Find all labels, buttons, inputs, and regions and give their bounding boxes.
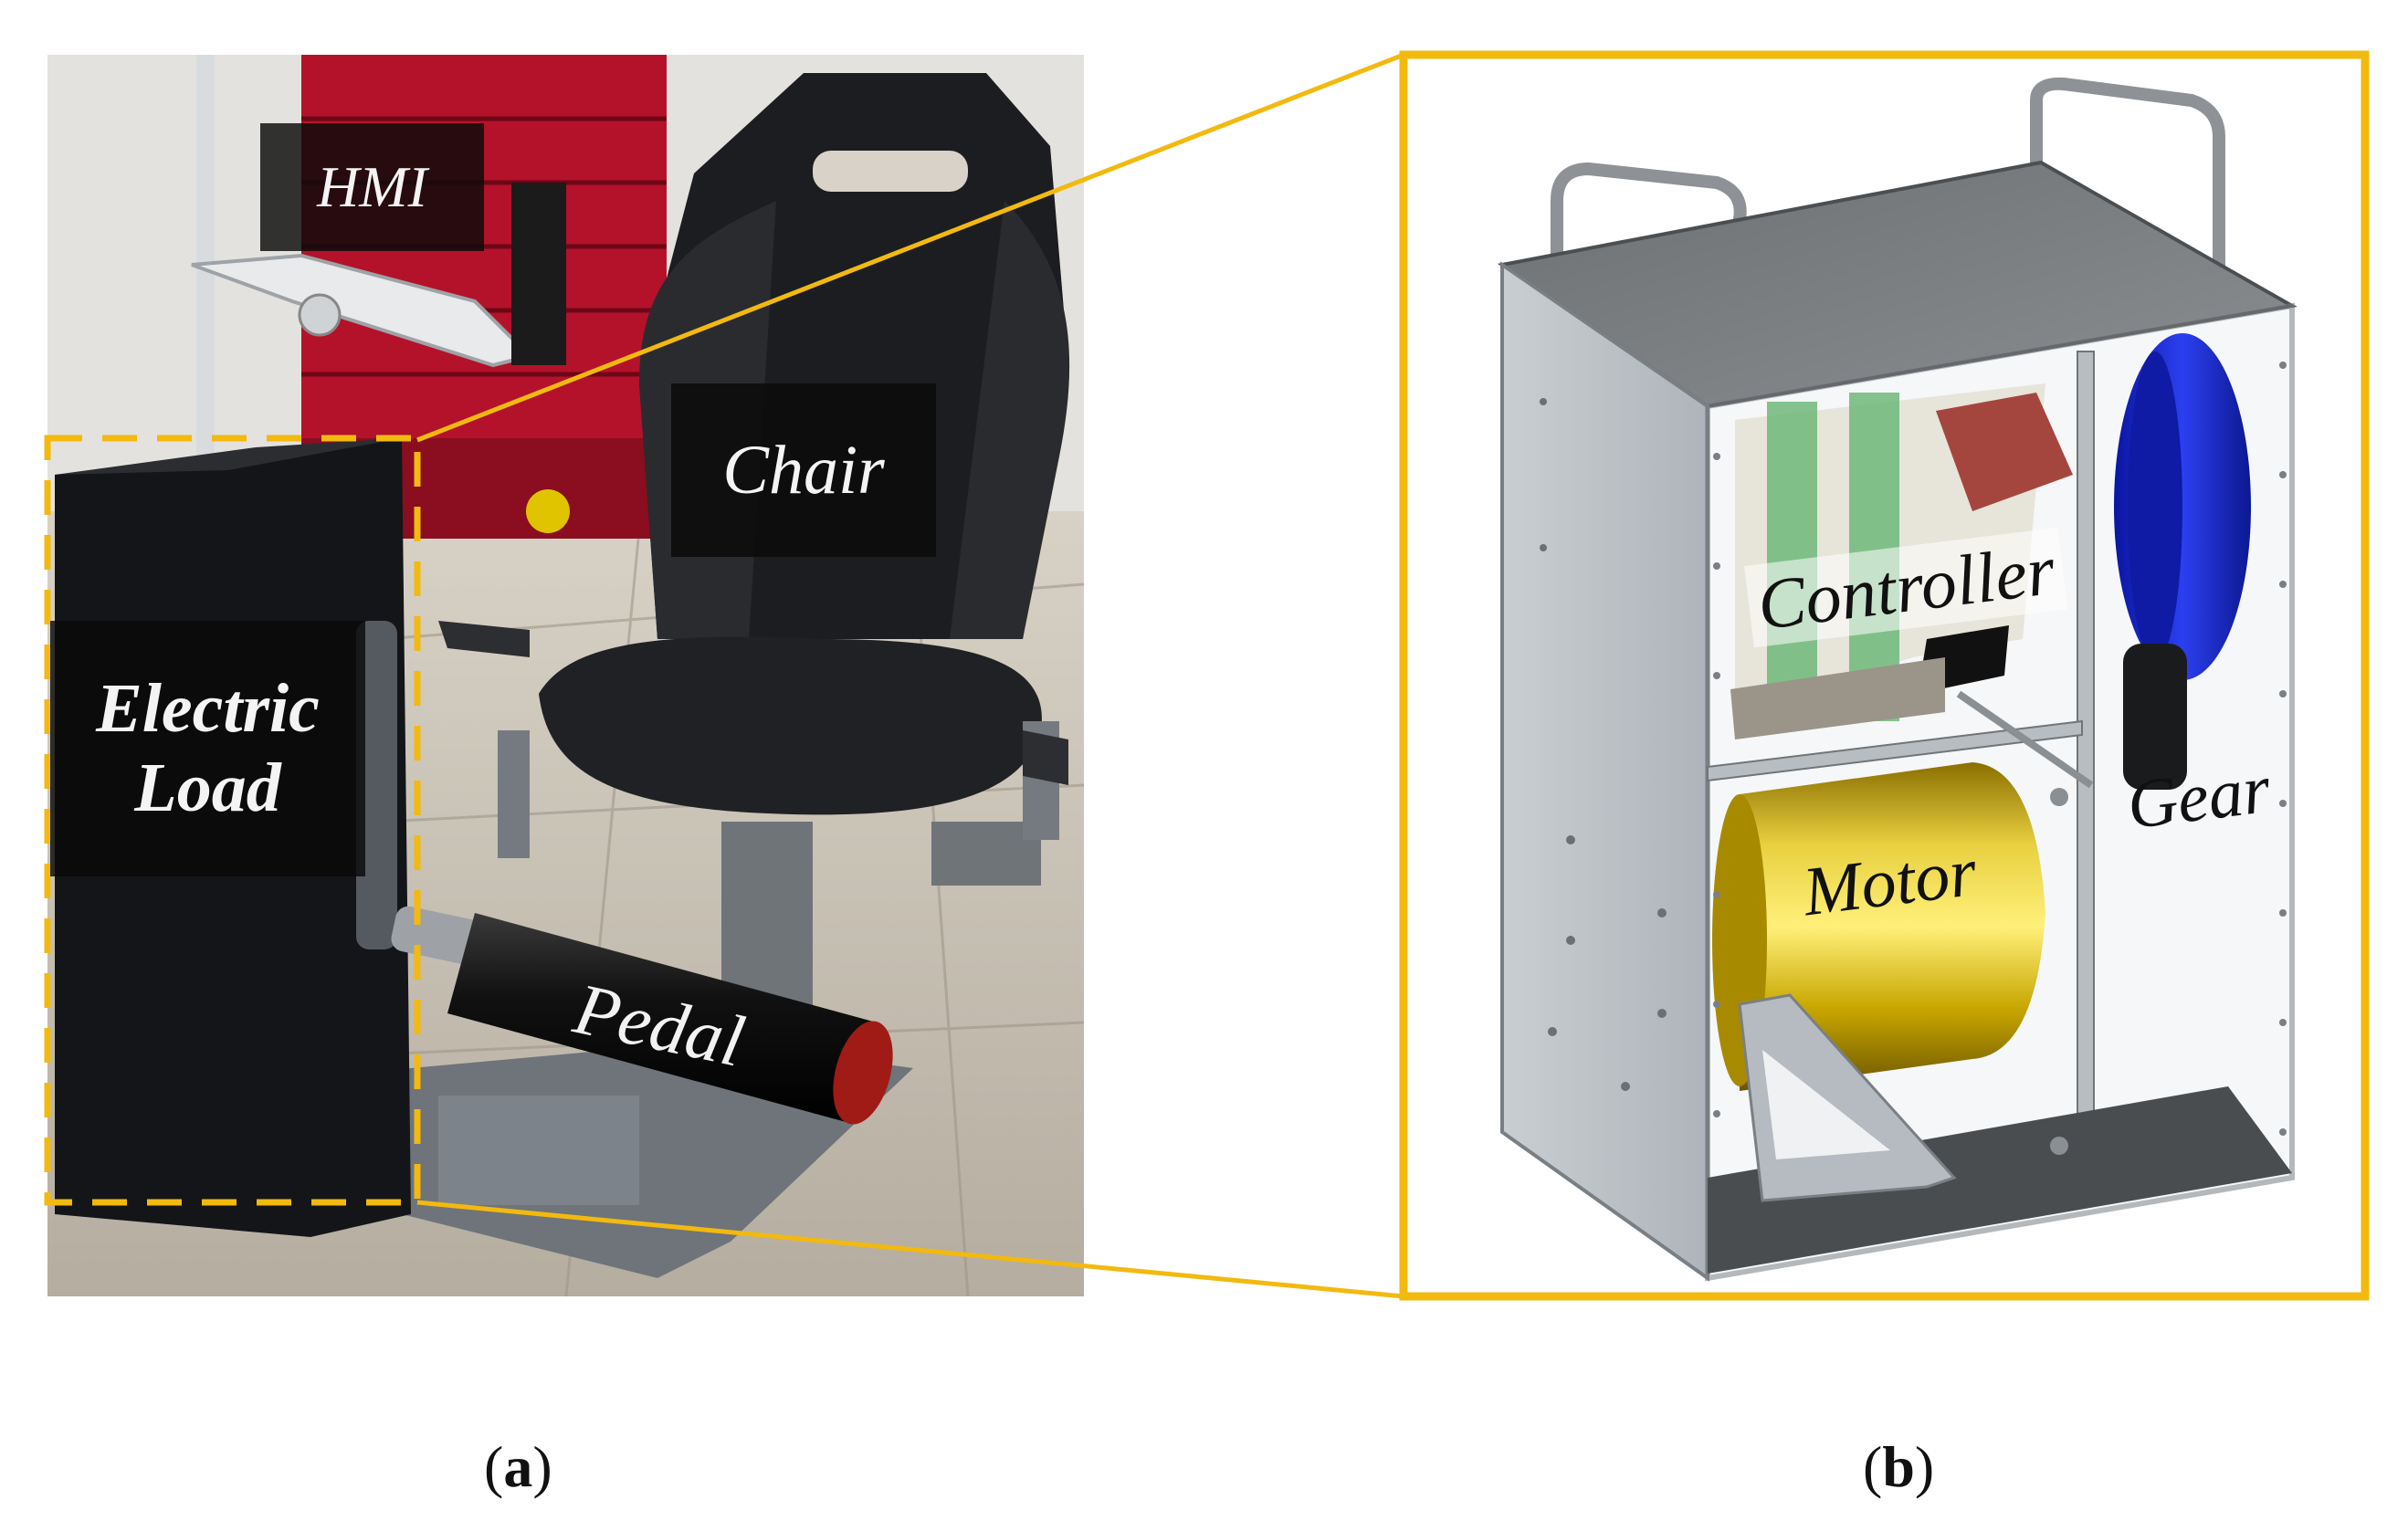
- label-hmi-text: HMI: [317, 154, 427, 219]
- label-hmi: HMI: [260, 123, 484, 251]
- zoom-connector-bottom: [416, 1200, 1404, 1299]
- label-electric-load-line1: Electric: [96, 669, 320, 747]
- caption-b: (b): [1863, 1434, 1935, 1499]
- caption-a-letter: a: [503, 1434, 533, 1499]
- label-chair-text: Chair: [722, 431, 885, 509]
- label-chair: Chair: [671, 383, 936, 557]
- panel-a-photo: [47, 55, 1085, 1297]
- label-gear-text: Gear: [2123, 750, 2275, 844]
- label-electric-load-line2: Load: [134, 750, 281, 826]
- caption-a: (a): [484, 1434, 552, 1499]
- panel-b-cad-render: [1497, 77, 2298, 1282]
- caption-b-letter: b: [1882, 1434, 1915, 1499]
- zoom-connector-top: [416, 52, 1404, 443]
- label-electric-load: Electric Load: [50, 621, 365, 876]
- electric-load-highlight: [44, 435, 421, 1206]
